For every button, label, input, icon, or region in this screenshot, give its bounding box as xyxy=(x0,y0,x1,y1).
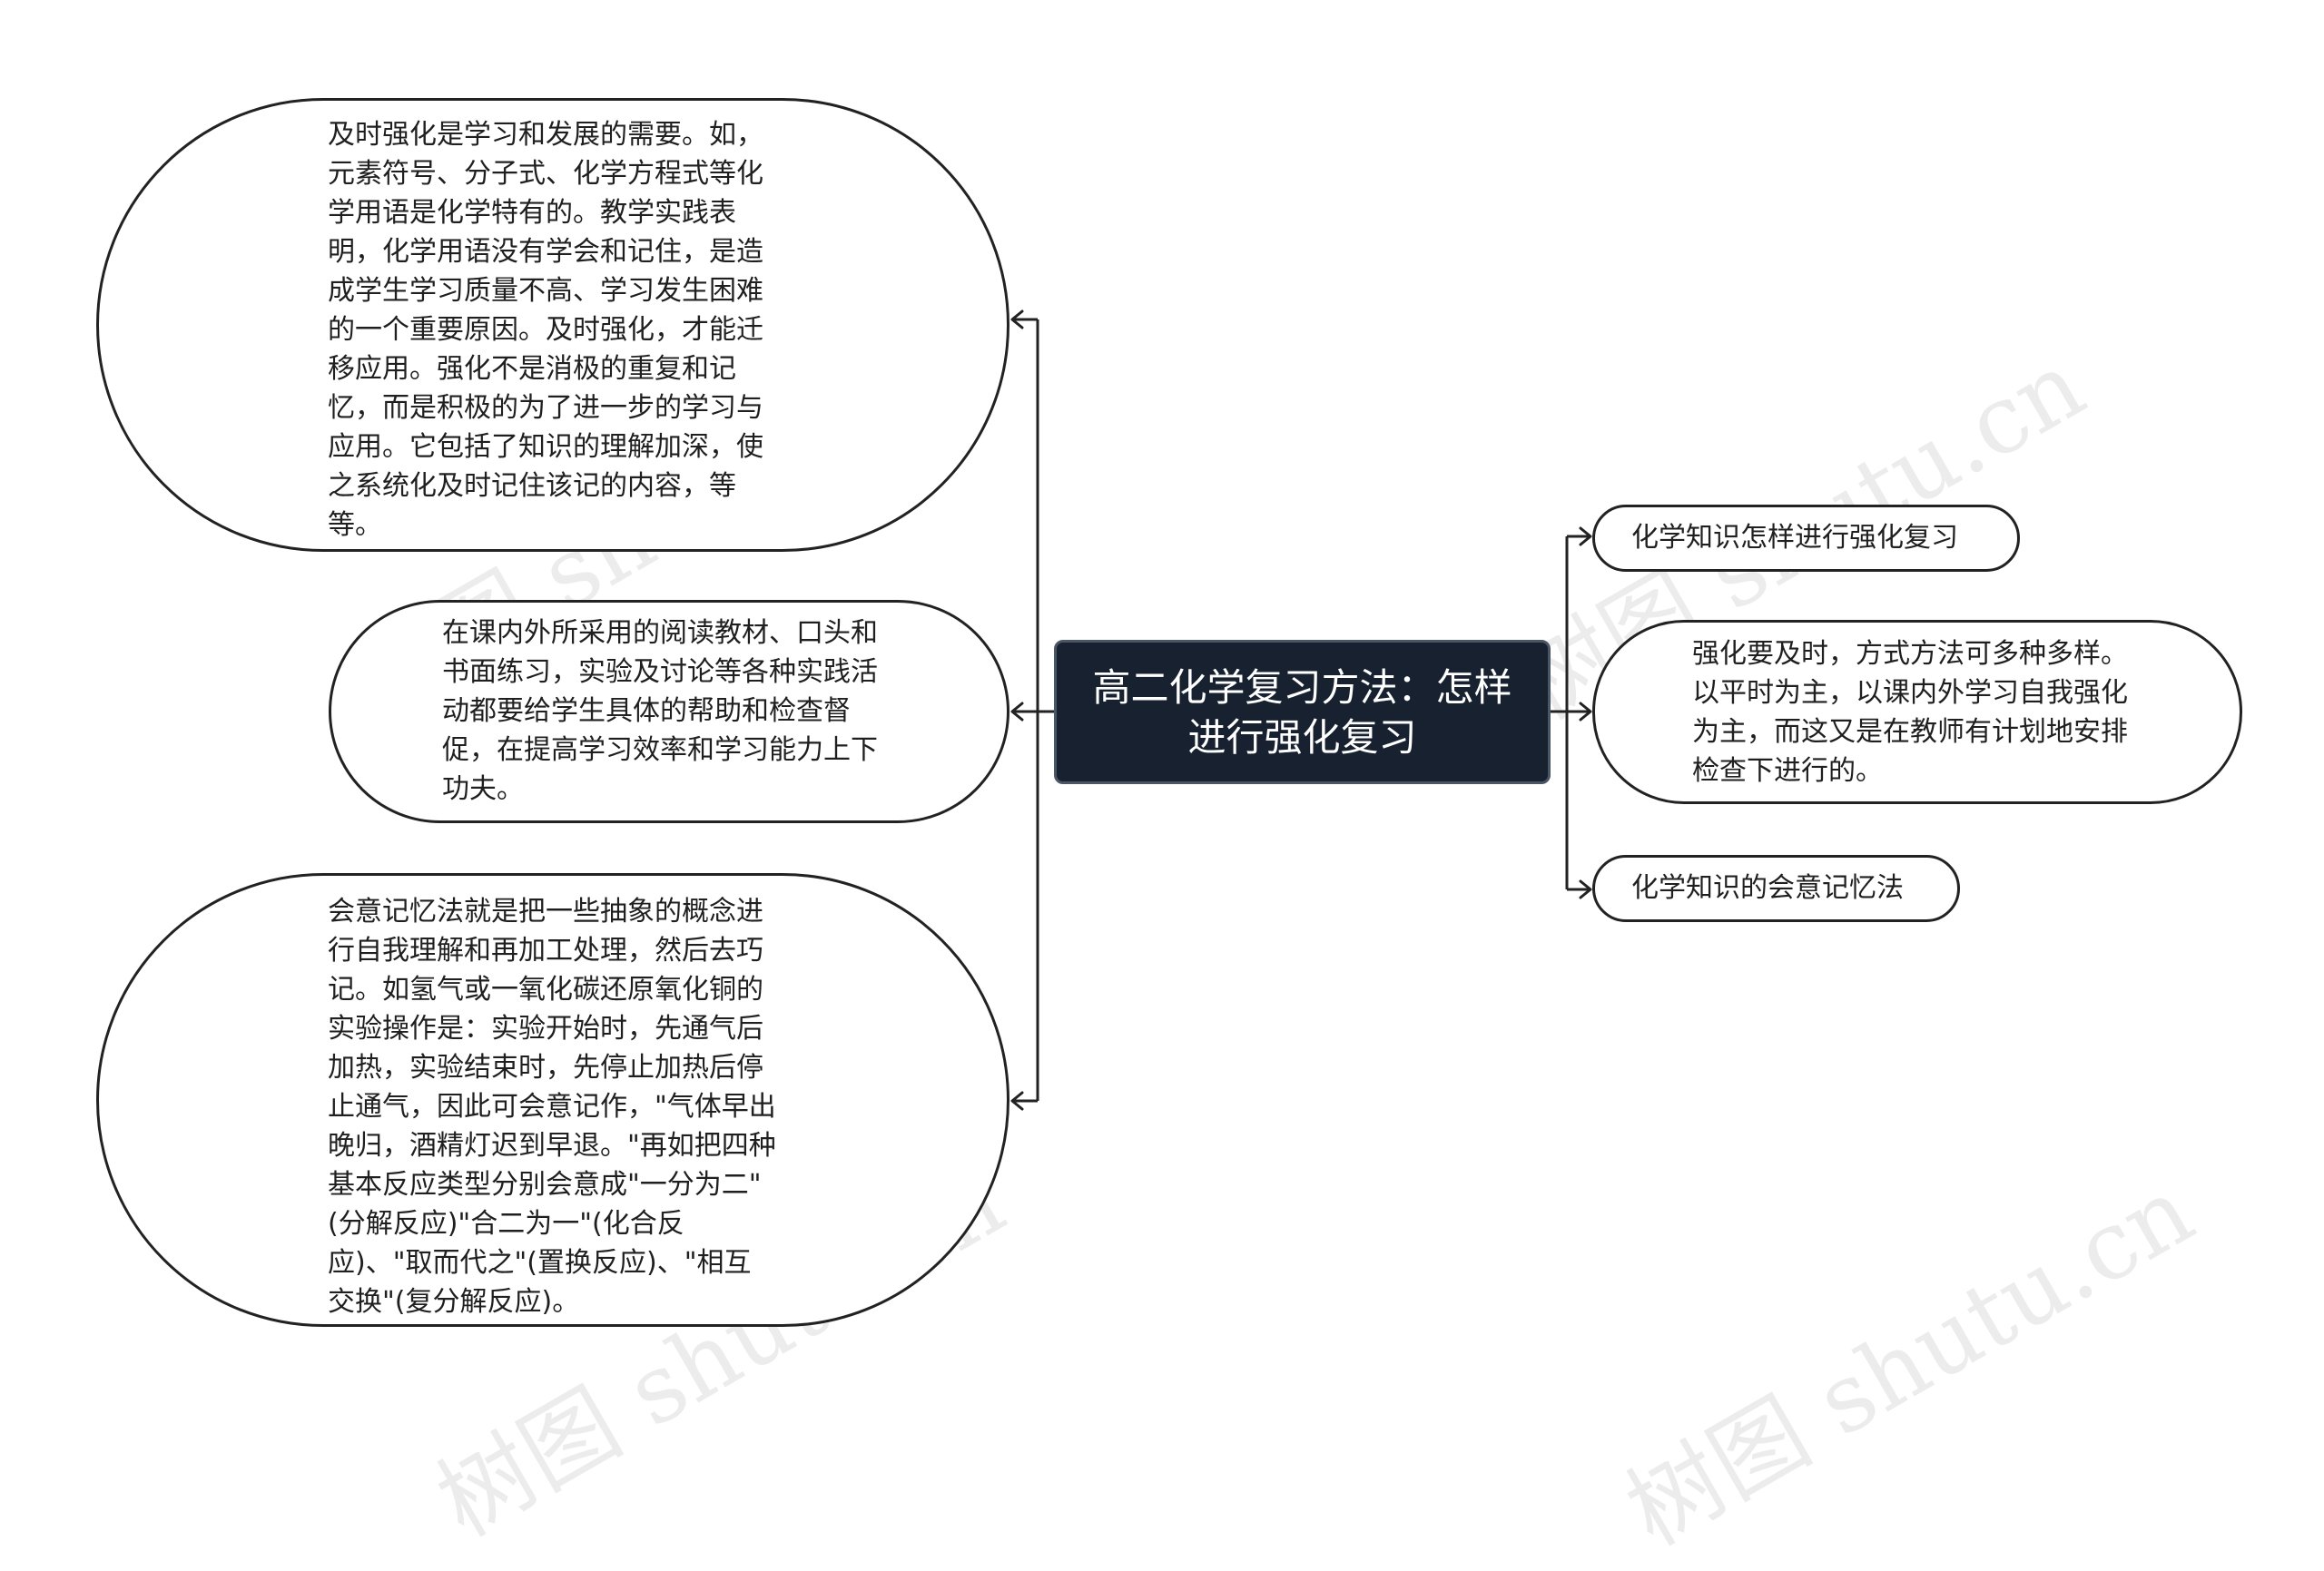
left-node-comprehension-memory-text: 会意记忆法就是把一些抽象的概念进行自我理解和再加工处理，然后去巧记。如氢气或一氧… xyxy=(328,896,776,1318)
left-node-timely-reinforcement[interactable]: 及时强化是学习和发展的需要。如，元素符号、分子式、化学方程式等化学用语是化学特有… xyxy=(96,98,1009,552)
central-topic-label: 高二化学复习方法：怎样进行强化复习 xyxy=(1092,664,1512,760)
right-node-timely-methods-text: 强化要及时，方式方法可多种多样。以平时为主，以课内外学习自我强化为主，而这又是在… xyxy=(1692,638,2128,787)
right-node-comprehension-method[interactable]: 化学知识的会意记忆法 xyxy=(1592,855,1960,922)
central-topic[interactable]: 高二化学复习方法：怎样进行强化复习 xyxy=(1054,640,1551,784)
right-node-how-to-reinforce-text: 化学知识怎样进行强化复习 xyxy=(1631,522,1958,554)
right-node-comprehension-method-text: 化学知识的会意记忆法 xyxy=(1631,872,1904,904)
left-node-practice-supervision[interactable]: 在课内外所采用的阅读教材、口头和书面练习，实验及讨论等各种实践活动都要给学生具体… xyxy=(329,600,1009,823)
left-node-practice-supervision-text: 在课内外所采用的阅读教材、口头和书面练习，实验及讨论等各种实践活动都要给学生具体… xyxy=(442,617,878,805)
connector-lines xyxy=(1010,309,1592,1111)
left-node-timely-reinforcement-text: 及时强化是学习和发展的需要。如，元素符号、分子式、化学方程式等化学用语是化学特有… xyxy=(328,119,763,541)
right-node-timely-methods[interactable]: 强化要及时，方式方法可多种多样。以平时为主，以课内外学习自我强化为主，而这又是在… xyxy=(1592,620,2242,804)
left-node-comprehension-memory[interactable]: 会意记忆法就是把一些抽象的概念进行自我理解和再加工处理，然后去巧记。如氢气或一氧… xyxy=(96,873,1009,1327)
right-node-how-to-reinforce[interactable]: 化学知识怎样进行强化复习 xyxy=(1592,505,2020,572)
